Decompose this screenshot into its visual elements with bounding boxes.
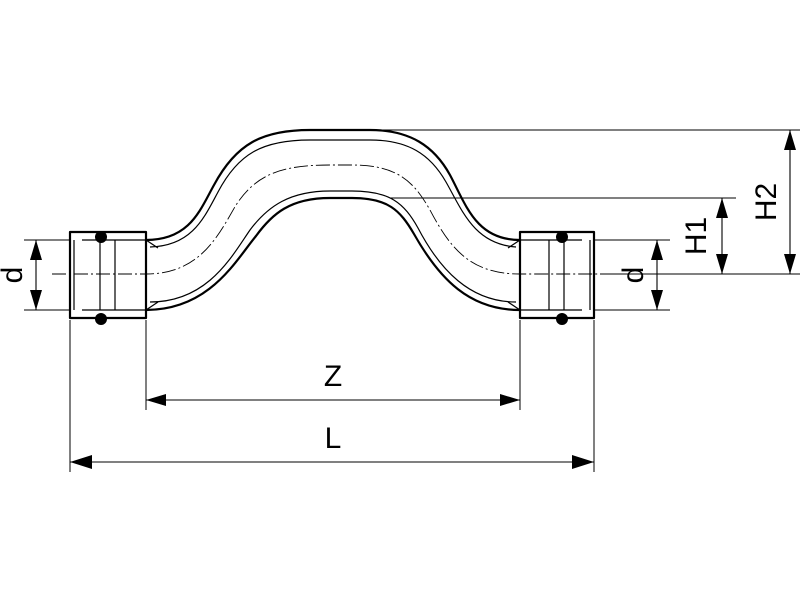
centerlines — [52, 164, 612, 275]
label-h2: H2 — [750, 183, 783, 221]
label-l: L — [325, 422, 342, 455]
label-d-right: d — [617, 267, 650, 284]
dimension-z: Z — [146, 360, 520, 406]
left-socket — [68, 230, 159, 325]
dimension-d-left: d — [0, 240, 42, 310]
crossover-fitting — [52, 128, 612, 325]
right-socket — [507, 230, 596, 325]
dimension-l: L — [70, 422, 594, 469]
dimension-h2: H2 — [750, 130, 796, 274]
right-top-o-ring-icon — [556, 231, 568, 243]
left-bottom-o-ring-icon — [95, 313, 107, 325]
pipe-inner-wall — [144, 196, 522, 312]
label-z: Z — [324, 360, 342, 393]
dimension-d-right: d — [617, 240, 663, 310]
label-h1: H1 — [680, 217, 713, 255]
right-bottom-o-ring-icon — [556, 313, 568, 325]
extension-lines — [24, 129, 800, 472]
pipe-outer-wall — [144, 128, 522, 242]
dimension-h1: H1 — [680, 198, 728, 274]
left-top-o-ring-icon — [95, 231, 107, 243]
label-d-left: d — [0, 267, 29, 284]
